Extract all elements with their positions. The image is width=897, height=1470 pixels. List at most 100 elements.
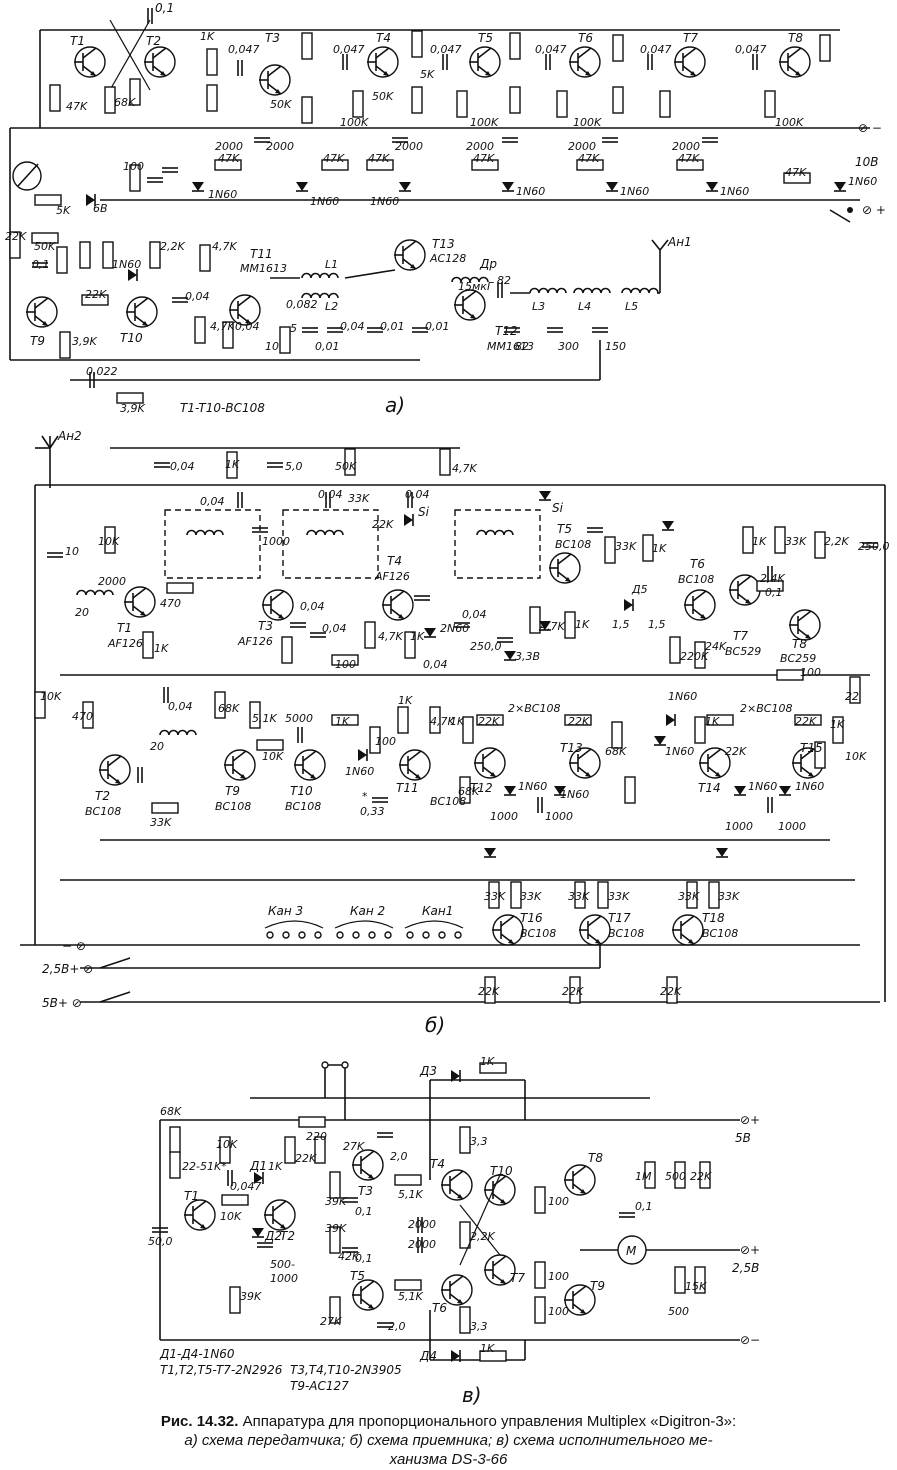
a-t6-label: T6 [578, 31, 593, 45]
a-c150-label: 150 [605, 340, 626, 353]
b-r47kb-label: 4,7K [378, 630, 403, 643]
a-t3-label: T3 [265, 31, 280, 45]
b-r22kb-label: 2,2K [824, 535, 849, 548]
b-r1kb-label: 1K [225, 458, 240, 471]
b-ch1-label: Кан1 [422, 904, 453, 918]
a-c004c-label: 0,04 [340, 320, 365, 333]
c-c01b-label: 0,1 [355, 1252, 373, 1265]
b-t13-label: T13 [560, 741, 583, 755]
b-r1kc-label: 1K [410, 630, 425, 643]
a-r39k-label: 3,9K [72, 335, 97, 348]
b-c15b-label: 1,5 [648, 618, 666, 631]
b-r68k-label: 68K [218, 702, 240, 715]
b-c2000-label: 2000 [98, 575, 126, 588]
a-r47k-lo-label: 4,7K [210, 320, 235, 333]
b-r22kg-label: 22K [478, 985, 500, 998]
a-r5k-meter-label: 5K [56, 204, 71, 217]
a-c82b-label: 82 [515, 340, 529, 353]
c-t6-label: T6 [432, 1301, 447, 1315]
a-c2000e-label: 2000 [568, 140, 596, 153]
b-r68kb-label: 68K [458, 785, 480, 798]
b-r33kj-label: 33K [718, 890, 740, 903]
a-r50kc-label: 50K [34, 240, 56, 253]
b-t6-type-label: BC108 [678, 573, 714, 586]
a-c2000-label: 2000 [215, 140, 243, 153]
a-t12-label: T12 [495, 324, 518, 338]
a-r5-label: 5 [290, 322, 297, 335]
a-r47kd-label: 47K [368, 152, 390, 165]
c-legend-2: T1,T2,T5-T7-2N2926 [160, 1363, 283, 1377]
a-t1-label: T1 [70, 34, 85, 48]
a-transistor-note: T1-T10-BC108 [180, 401, 265, 415]
figure-title: Аппаратура для пропорционального управле… [242, 1413, 737, 1430]
a-r100kd-label: 100K [775, 116, 804, 129]
a-r47kb-label: 47K [218, 152, 240, 165]
b-c033-label: 0,33 [360, 805, 385, 818]
b-c004h-label: 0,04 [462, 608, 487, 621]
c-legend-3: T3,T4,T10-2N3905 [290, 1363, 402, 1377]
a-r10-label: 10 [265, 340, 279, 353]
a-t8-label: T8 [788, 31, 803, 45]
a-c001-label: 0,01 [315, 340, 340, 353]
b-t8-label: T8 [792, 637, 807, 651]
a-c2000c-label: 2000 [395, 140, 423, 153]
b-r1ki-label: 1K [450, 715, 465, 728]
b-antenna-label: Ан2 [57, 429, 82, 443]
b-r47kc-label: 4,7K [540, 620, 565, 633]
a-r47kh-label: 47K [785, 166, 807, 179]
figure-caption: Рис. 14.32. Аппаратура для пропорциональ… [20, 1412, 877, 1469]
a-l5-label: L5 [625, 300, 638, 313]
b-r22-label: 22 [845, 690, 859, 703]
a-c004b-label: 0,04 [235, 320, 260, 333]
a-c047-label: 0,047 [228, 43, 260, 56]
c-d2-label: Д2 [264, 1229, 282, 1243]
b-t1-label: T1 [117, 621, 132, 635]
b-r33kg-label: 33K [568, 890, 590, 903]
c-r22kc-label: 22K [690, 1170, 712, 1183]
a-d6-label: 1N60 [720, 185, 749, 198]
b-d1n60c-label: 1N60 [560, 788, 589, 801]
a-d4-label: 1N60 [516, 185, 545, 198]
c-panel-letter: в) [462, 1383, 482, 1407]
a-t9-label: T9 [30, 334, 45, 348]
b-r1kd-label: 1K [575, 618, 590, 631]
a-c001b-label: 0,01 [380, 320, 405, 333]
b-minus-terminal: − ⊘ [62, 939, 86, 953]
b-r50k-label: 50K [335, 460, 357, 473]
c-r27k-label: 27K [343, 1140, 365, 1153]
b-d1n60f-label: 1N60 [748, 780, 777, 793]
b-t18-type-label: BC108 [702, 927, 738, 940]
a-c004-label: 0,04 [185, 290, 210, 303]
b-r470b-label: 470 [72, 710, 93, 723]
c-t1-label: T1 [184, 1189, 199, 1203]
b-plus25-terminal: 2,5В+ ⊘ [42, 962, 93, 976]
c-legend-4: T9-AC127 [290, 1379, 349, 1393]
c-r22k-b-label: 2,2K [470, 1230, 495, 1243]
b-r24kb-label: 2,4K [760, 572, 785, 585]
servo-schematic: 68K 22-51K* 10K T1 0,047 10K Д1 1K Д2 T2… [148, 1055, 760, 1407]
b-t12-label: T12 [470, 781, 493, 795]
b-r10kd-label: 10K [845, 750, 867, 763]
c-legend-1: Д1-Д4-1N60 [159, 1347, 235, 1361]
b-si-label: Si [418, 505, 430, 519]
c-c2-label: 2,0 [390, 1150, 408, 1163]
c-r500b-label: 500 [668, 1305, 689, 1318]
b-r68kc-label: 68K [605, 745, 627, 758]
transmitter-schematic: T1 T2 0,1 T3 T4 T5 T6 T7 T8 1K 0,047 0,0… [5, 1, 886, 417]
c-plus25-terminal: ⊘+ [740, 1243, 760, 1257]
c-r100c-label: 100 [548, 1305, 569, 1318]
b-c1000c-label: 1000 [545, 810, 573, 823]
a-d7-label: 1N60 [848, 175, 877, 188]
c-r1k-label: 1K [268, 1160, 283, 1173]
b-r22ke-label: 22K [725, 745, 747, 758]
b-d1n60e-label: 1N60 [665, 745, 694, 758]
a-r68k-label: 68K [114, 96, 136, 109]
b-c004e-label: 0,04 [300, 600, 325, 613]
b-r33kh-label: 33K [608, 890, 630, 903]
a-r50k-label: 50K [270, 98, 292, 111]
c-r2251k-label: 22-51K* [182, 1160, 227, 1173]
c-plus5-terminal: ⊘+ [740, 1113, 760, 1127]
b-ch3-label: Кан 3 [268, 904, 303, 918]
b-plus5-terminal: 5В+ ⊘ [42, 996, 82, 1010]
c-r15k-label: 15K [685, 1280, 707, 1293]
